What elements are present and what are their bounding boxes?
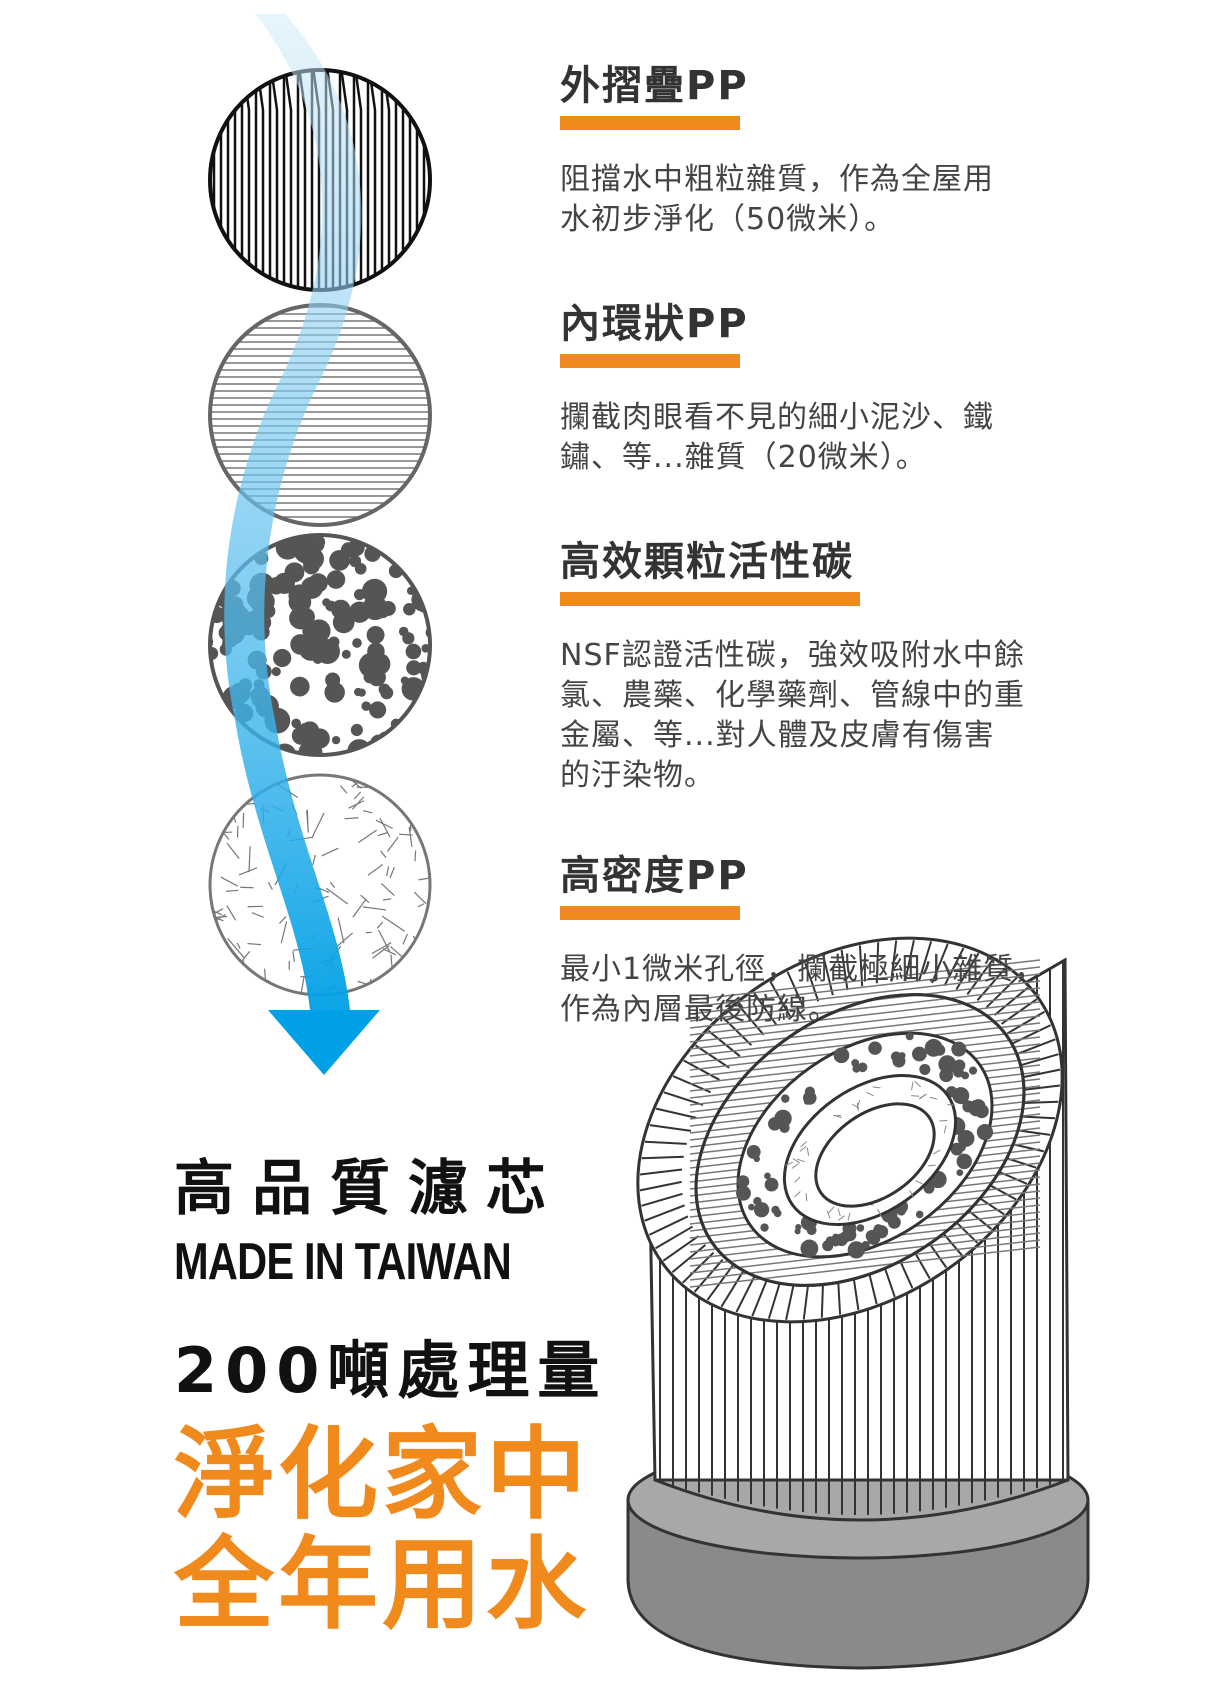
desc-line: 阻擋水中粗粒雜質，作為全屋用 xyxy=(560,162,994,197)
layer-title: 內環狀PP xyxy=(560,301,749,347)
made-in-taiwan: MADE IN TAIWAN xyxy=(174,1233,512,1291)
capacity-text: 200噸處理量 xyxy=(174,1334,608,1407)
desc-line: 攔截肉眼看不見的細小泥沙、鐵 xyxy=(560,400,994,435)
layer-activated-carbon: 高效顆粒活性碳 NSF認證活性碳，強效吸附水中餘 氯、農藥、化學藥劑、管線中的重… xyxy=(560,538,1160,796)
layer-description: 攔截肉眼看不見的細小泥沙、鐵 鏽、等...雜質（20微米）。 xyxy=(560,398,1160,478)
desc-line: 最小1微米孔徑，攔截極細小雜質， xyxy=(560,952,1046,987)
desc-line: 氯、農藥、化學藥劑、管線中的重 xyxy=(560,678,1025,713)
accent-bar xyxy=(560,354,740,368)
slogan-line-2: 全年用水 xyxy=(174,1526,590,1643)
desc-line: 鏽、等...雜質（20微米）。 xyxy=(560,440,927,475)
desc-line: 作為內層最後防線。 xyxy=(560,992,839,1027)
layer-title: 高效顆粒活性碳 xyxy=(560,539,854,585)
filter-cartridge-icon xyxy=(626,936,1090,1670)
layer-inner-ring-pp: 內環狀PP 攔截肉眼看不見的細小泥沙、鐵 鏽、等...雜質（20微米）。 xyxy=(560,300,1160,478)
slogan-line-1: 淨化家中 xyxy=(174,1416,590,1533)
layer-description: 最小1微米孔徑，攔截極細小雜質， 作為內層最後防線。 xyxy=(560,950,1160,1030)
layer-title: 高密度PP xyxy=(560,853,749,899)
layer-title: 外摺疊PP xyxy=(560,63,749,109)
layer-high-density-pp: 高密度PP 最小1微米孔徑，攔截極細小雜質， 作為內層最後防線。 xyxy=(560,852,1160,1030)
layer-description: 阻擋水中粗粒雜質，作為全屋用 水初步淨化（50微米）。 xyxy=(560,160,1160,240)
desc-line: NSF認證活性碳，強效吸附水中餘 xyxy=(560,638,1025,673)
layer-outer-pleated-pp: 外摺疊PP 阻擋水中粗粒雜質，作為全屋用 水初步淨化（50微米）。 xyxy=(560,62,1160,240)
accent-bar xyxy=(560,116,740,130)
desc-line: 金屬、等...對人體及皮膚有傷害 xyxy=(560,718,995,753)
layer-description: NSF認證活性碳，強效吸附水中餘 氯、農藥、化學藥劑、管線中的重 金屬、等...… xyxy=(560,636,1160,796)
water-flow-arrow-icon xyxy=(224,14,380,1075)
desc-line: 的汙染物。 xyxy=(560,758,715,793)
desc-line: 水初步淨化（50微米）。 xyxy=(560,202,896,237)
accent-bar xyxy=(560,592,860,606)
accent-bar xyxy=(560,906,740,920)
quality-heading: 高品質濾芯 xyxy=(174,1154,564,1224)
